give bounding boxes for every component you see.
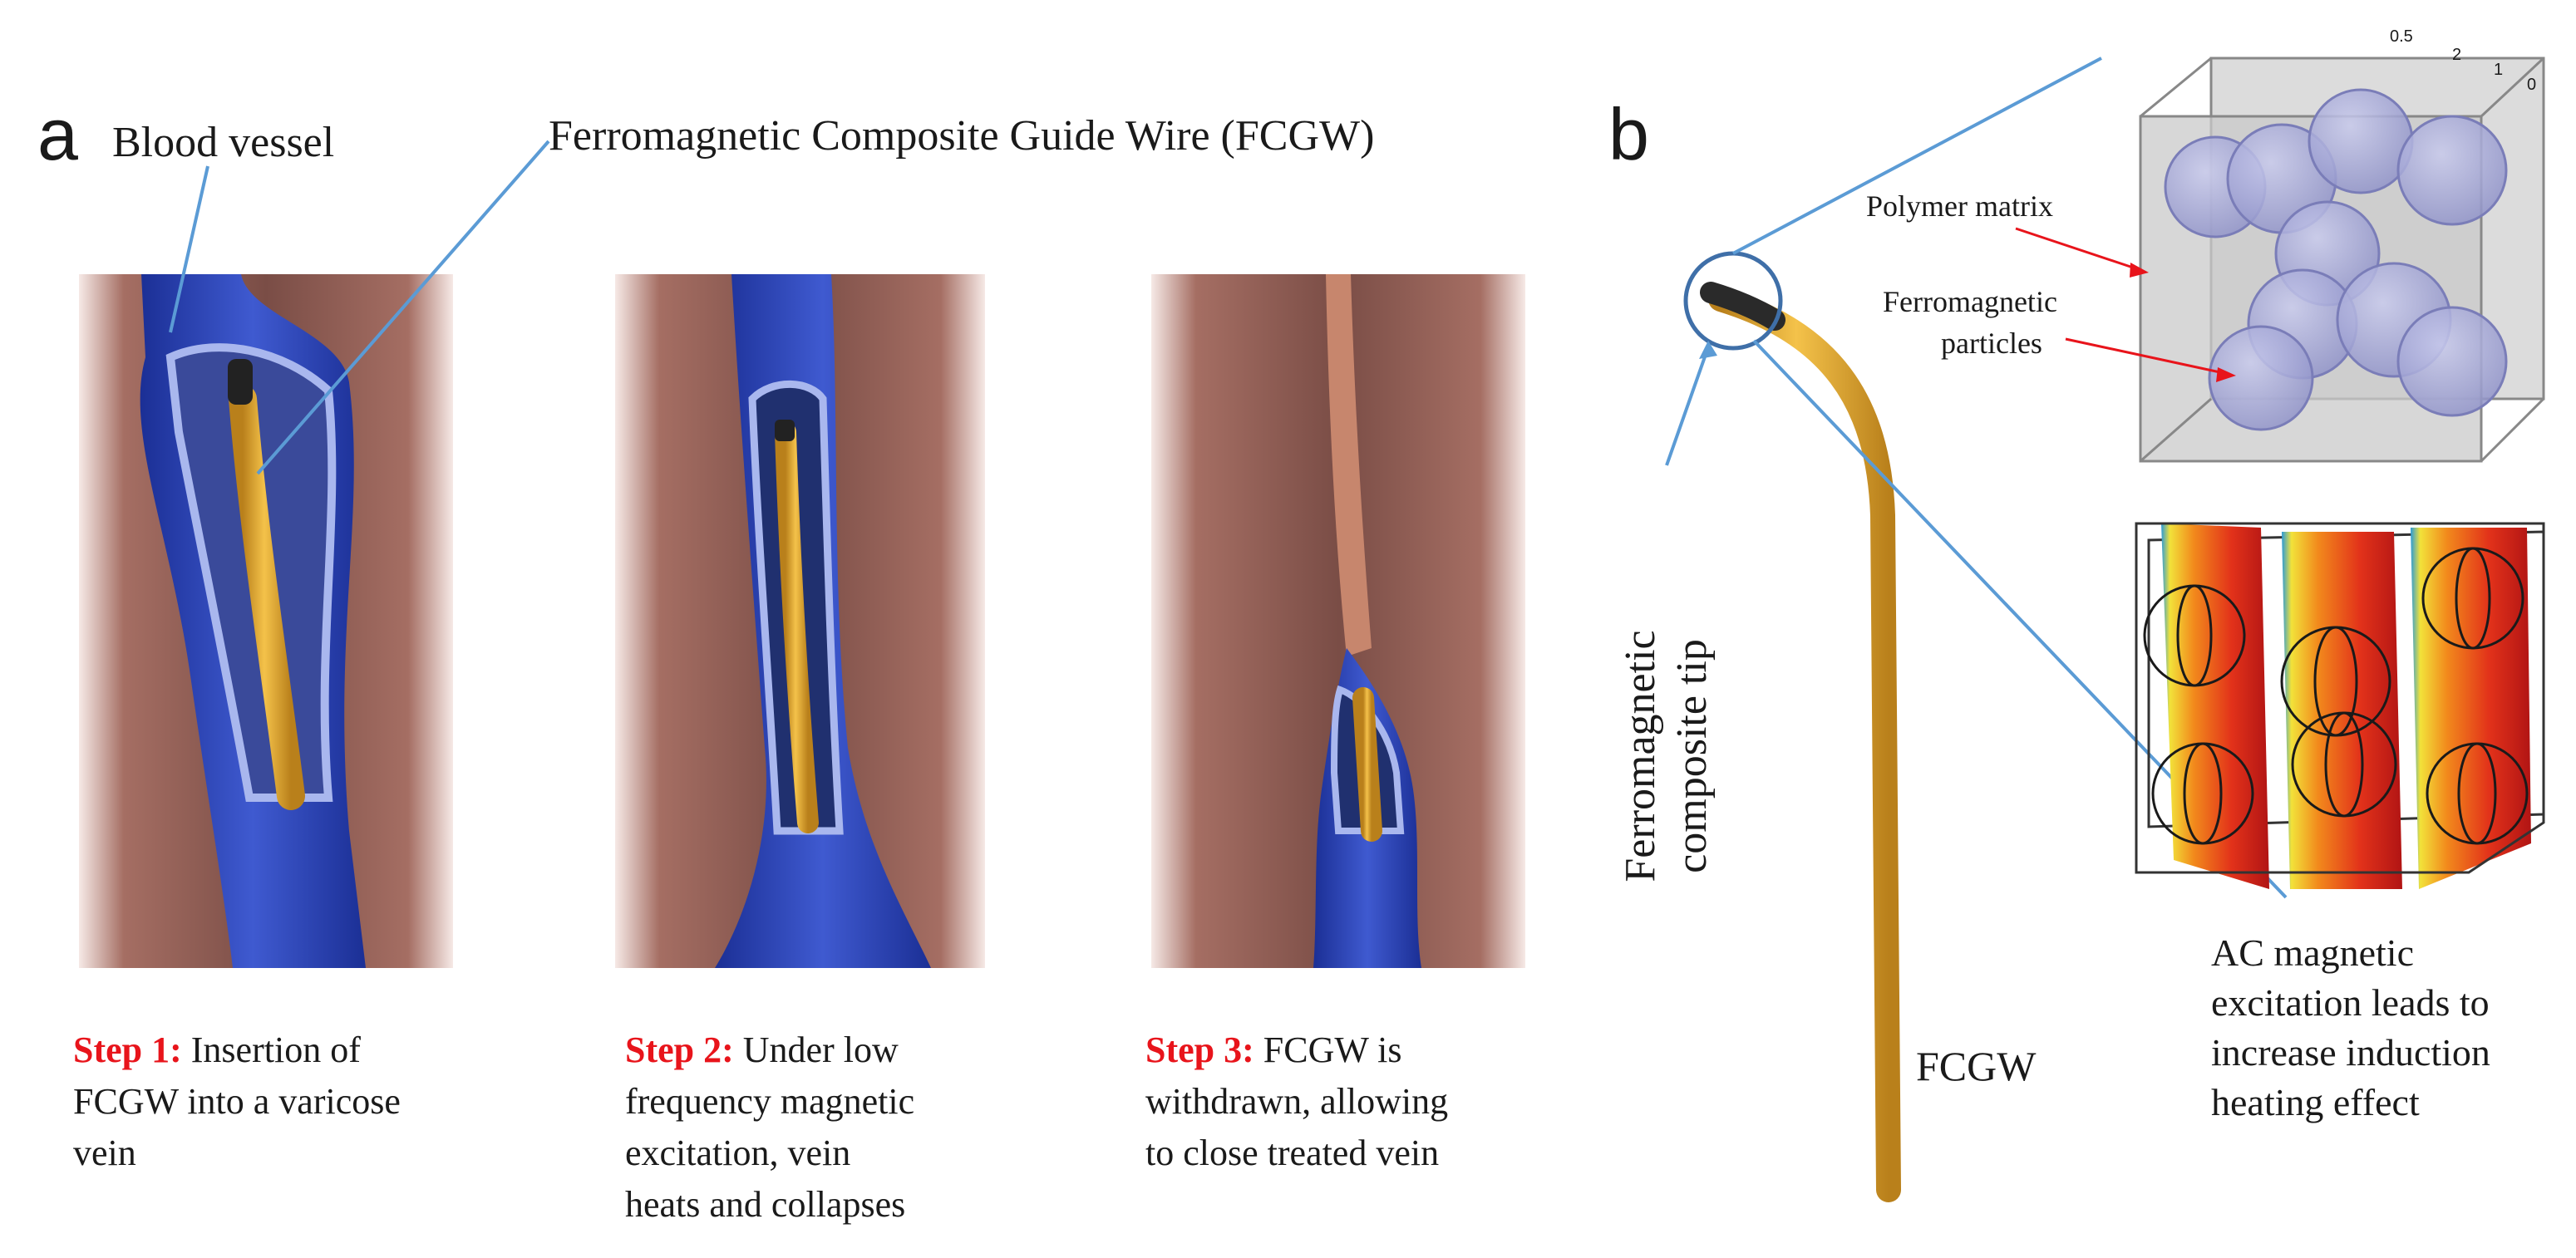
axis-ticks: 0.5 2 1 0 xyxy=(2390,27,2536,94)
particles-label-line1: Ferromagnetic xyxy=(1883,285,2057,318)
tip-label-arrowhead xyxy=(1699,341,1717,359)
wire-spheres xyxy=(2143,547,2529,845)
svg-text:Step 3: FCGW is: Step 3: FCGW is xyxy=(1145,1029,1401,1070)
step2-line3: excitation, vein xyxy=(625,1133,850,1173)
axis-tick: 1 xyxy=(2494,61,2503,79)
wire-sphere xyxy=(2457,742,2497,845)
ac-caption-line1: AC magnetic xyxy=(2211,931,2414,974)
step1-illustration xyxy=(79,274,453,968)
wire-sphere xyxy=(2455,547,2491,650)
guide-wire-label: Ferromagnetic Composite Guide Wire (FCGW… xyxy=(549,112,1374,160)
polymer-matrix-arrowhead xyxy=(2130,263,2149,278)
tip-label-line1: Ferromagnetic xyxy=(1617,630,1664,882)
panel-a-letter: a xyxy=(37,93,78,175)
step1-caption: Step 1: Insertion of FCGW into a varicos… xyxy=(73,1029,401,1173)
guide-wire xyxy=(229,385,305,810)
svg-text:Step 1: Insertion of: Step 1: Insertion of xyxy=(73,1029,361,1070)
wire-sphere xyxy=(2176,584,2213,687)
step1-line3: vein xyxy=(73,1133,136,1173)
ac-caption-line3: increase induction xyxy=(2211,1031,2490,1074)
polymer-matrix-label: Polymer matrix xyxy=(1866,189,2053,223)
step1-line2: FCGW into a varicose xyxy=(73,1081,401,1122)
particle-sphere xyxy=(2396,115,2508,226)
step3-tag: Step 3: xyxy=(1145,1029,1254,1070)
tip-label: Ferromagnetic composite tip xyxy=(1617,630,1716,882)
fcgw-label: FCGW xyxy=(1916,1043,2037,1089)
particle-sphere xyxy=(2308,88,2414,194)
zoom-leader-top xyxy=(1732,57,2102,255)
step3-caption: Step 3: FCGW is withdrawn, allowing to c… xyxy=(1145,1029,1448,1173)
step2-line4: heats and collapses xyxy=(625,1184,905,1225)
composite-cube: 0.5 2 1 0 xyxy=(2139,27,2545,463)
guide-wire xyxy=(1352,687,1382,842)
particle-sphere xyxy=(2208,325,2314,431)
guide-wire xyxy=(775,421,819,833)
particle-spheres xyxy=(2164,88,2508,431)
tip-label-arrow xyxy=(1665,346,1710,466)
panel-b: b Ferromagnetic composite tip FCGW xyxy=(1608,27,2545,1202)
step2-illustration xyxy=(615,274,985,968)
cube-edge xyxy=(2140,397,2212,463)
panel-b-letter: b xyxy=(1608,93,1649,175)
heat-slice xyxy=(2161,523,2269,889)
particles-arrow xyxy=(2065,337,2229,376)
panel-a: a Blood vessel Ferromagnetic Composite G… xyxy=(37,93,1525,1225)
wire-sphere xyxy=(2313,626,2358,737)
collapsed-vein xyxy=(1326,274,1372,656)
heat-slice xyxy=(2282,532,2402,889)
step2-line2: frequency magnetic xyxy=(625,1081,914,1122)
step2-line1: Under low xyxy=(734,1029,899,1070)
svg-text:Step 2: Under low: Step 2: Under low xyxy=(625,1029,899,1070)
ac-caption: AC magnetic excitation leads to increase… xyxy=(2211,931,2490,1123)
wire-tip xyxy=(228,359,253,405)
polymer-matrix-arrow xyxy=(2015,227,2141,272)
step3-line1: FCGW is xyxy=(1254,1029,1402,1070)
step3-line3: to close treated vein xyxy=(1145,1133,1439,1173)
ac-caption-line4: heating effect xyxy=(2211,1081,2420,1123)
heat-slice xyxy=(2411,528,2531,889)
axis-tick: 0 xyxy=(2527,76,2536,94)
cube-edge xyxy=(2480,397,2545,463)
blood-vessel-leader xyxy=(169,165,209,333)
ac-caption-line2: excitation leads to xyxy=(2211,981,2490,1024)
particles-label-line2: particles xyxy=(1941,327,2042,360)
particles-arrowhead xyxy=(2216,367,2236,382)
heating-simulation xyxy=(2135,522,2545,889)
axis-tick: 2 xyxy=(2452,46,2461,64)
fcgw-wire xyxy=(1708,287,1901,1202)
step2-tag: Step 2: xyxy=(625,1029,734,1070)
cube-edge xyxy=(2480,57,2545,118)
step3-illustration xyxy=(1151,274,1525,968)
ferromagnetic-tip xyxy=(1700,282,1785,331)
particle-sphere xyxy=(2396,306,2508,417)
step3-line2: withdrawn, allowing xyxy=(1145,1081,1448,1122)
step1-line1: Insertion of xyxy=(182,1029,361,1070)
blood-vessel-label: Blood vessel xyxy=(112,119,334,166)
step1-tag: Step 1: xyxy=(73,1029,182,1070)
cube-edge xyxy=(2140,57,2212,118)
axis-tick: 0.5 xyxy=(2390,27,2413,46)
heat-box-front xyxy=(2135,522,2545,874)
wire-tip xyxy=(775,420,795,441)
wire-sphere xyxy=(2324,711,2364,818)
wire-sphere xyxy=(2183,742,2223,845)
tip-label-line2: composite tip xyxy=(1668,639,1716,873)
guide-wire-leader xyxy=(256,140,550,475)
step2-caption: Step 2: Under low frequency magnetic exc… xyxy=(625,1029,914,1225)
